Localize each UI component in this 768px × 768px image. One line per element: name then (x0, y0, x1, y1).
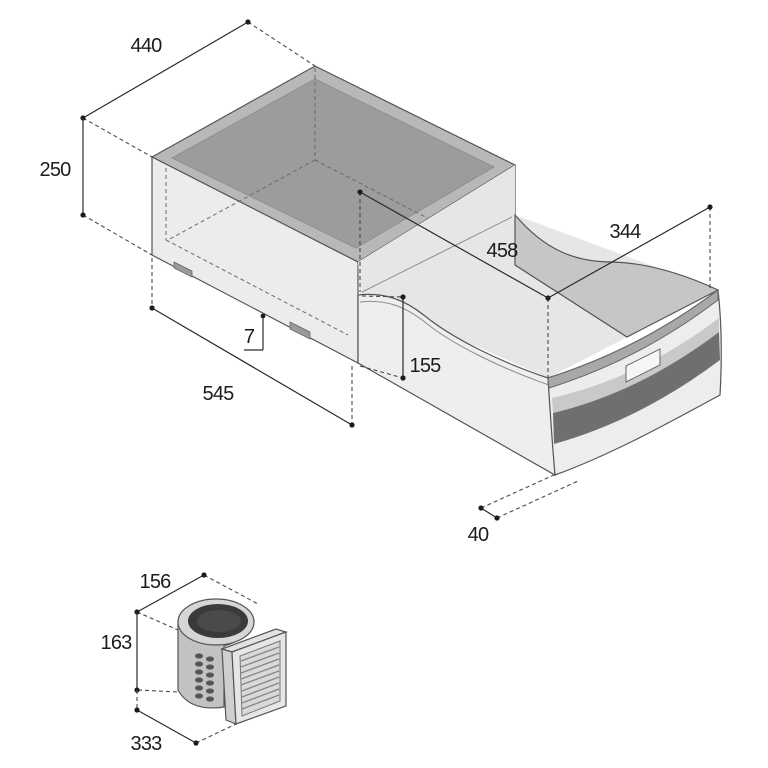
grille-slat (240, 652, 280, 668)
dimension-label-unit-depth: 333 (131, 733, 163, 755)
cabinet-foot (289, 321, 311, 340)
dimension-label-height: 250 (40, 159, 72, 181)
drawer-near-wall (357, 293, 556, 477)
dimension-label-drawer-height: 155 (410, 355, 442, 377)
dimension-line-unit-width (136, 574, 205, 613)
dimension-dot (260, 313, 266, 319)
drawer-front-dark-band (553, 332, 720, 444)
coil-segment (195, 661, 203, 667)
extension-line (247, 21, 316, 67)
dimension-dot (201, 572, 207, 578)
dimension-line-depth (151, 307, 353, 426)
drawer-far-wall (514, 213, 720, 338)
dimension-dot (478, 505, 484, 511)
compressor-top-cap-inner (197, 610, 241, 632)
dimension-label-front-depth: 40 (468, 524, 489, 546)
dimension-dot (707, 204, 713, 210)
dimension-label-width: 440 (131, 35, 163, 57)
extension-line (496, 480, 579, 519)
dimension-label-offset: 7 (244, 326, 255, 348)
dimension-dot (80, 212, 86, 218)
dimension-line-front-depth (480, 507, 498, 519)
extension-line (82, 117, 153, 158)
drawer-front-top-lip (547, 288, 719, 389)
dimension-label-depth: 545 (203, 383, 235, 405)
drawer-back-edge (361, 216, 513, 293)
extension-line (203, 574, 259, 605)
coil-segment (195, 677, 203, 683)
grille-slat (241, 676, 280, 692)
coil-segment (195, 685, 203, 691)
drawer (357, 165, 722, 477)
grille-slat (240, 664, 280, 680)
grille-slat (241, 694, 280, 710)
coil-segment (206, 656, 214, 662)
dimension-line-drawer-width (547, 206, 711, 299)
coil-segment (206, 672, 214, 678)
grille-slat (240, 646, 280, 662)
dimension-dot (149, 305, 155, 311)
extension-line (480, 473, 557, 509)
coil-segment (195, 653, 203, 659)
main-dimensions: 440 250 545 7 458 344 (40, 19, 713, 546)
dimension-dot (193, 740, 199, 746)
fan-grille (240, 646, 280, 710)
extension-line (82, 214, 153, 256)
dimension-label-unit-width: 156 (140, 571, 172, 593)
drawer-near-wall-lip (359, 300, 550, 386)
condenser-coil (195, 653, 214, 702)
extension-line (195, 723, 237, 744)
grille-slat (241, 688, 280, 704)
grille-slat (241, 682, 280, 698)
dimension-line-width (82, 21, 249, 119)
cooling-unit (177, 598, 288, 725)
hidden-edge (165, 239, 349, 336)
coil-segment (195, 693, 203, 699)
grille-slat (240, 670, 280, 686)
dimension-dot (357, 189, 363, 195)
extension-line (136, 611, 179, 631)
coil-segment (206, 688, 214, 694)
dimension-line-unit-depth (136, 709, 197, 744)
dimension-dot (134, 707, 140, 713)
unit-dimensions: 156 163 333 (101, 571, 259, 755)
grille-slat (240, 658, 280, 674)
dimension-dot (245, 19, 251, 25)
dimension-line-drawer-depth (359, 191, 549, 299)
cabinet-top-panel (171, 78, 495, 249)
dimension-dot (349, 422, 355, 428)
extension-line (359, 365, 404, 379)
coil-segment (195, 669, 203, 675)
coil-segment (206, 696, 214, 702)
dimension-label-drawer-width: 344 (610, 221, 642, 243)
extension-line (137, 689, 179, 693)
coil-segment (206, 680, 214, 686)
coil-segment (206, 664, 214, 670)
dimension-dot (400, 294, 406, 300)
drawer-handle (625, 348, 661, 383)
drawer-front-light-band (552, 318, 719, 413)
cabinet-foot (173, 261, 193, 278)
dimension-dot (400, 375, 406, 381)
dimension-dot (494, 515, 500, 521)
dimension-label-unit-height: 163 (101, 632, 133, 654)
dimension-label-drawer-depth: 458 (487, 240, 519, 262)
